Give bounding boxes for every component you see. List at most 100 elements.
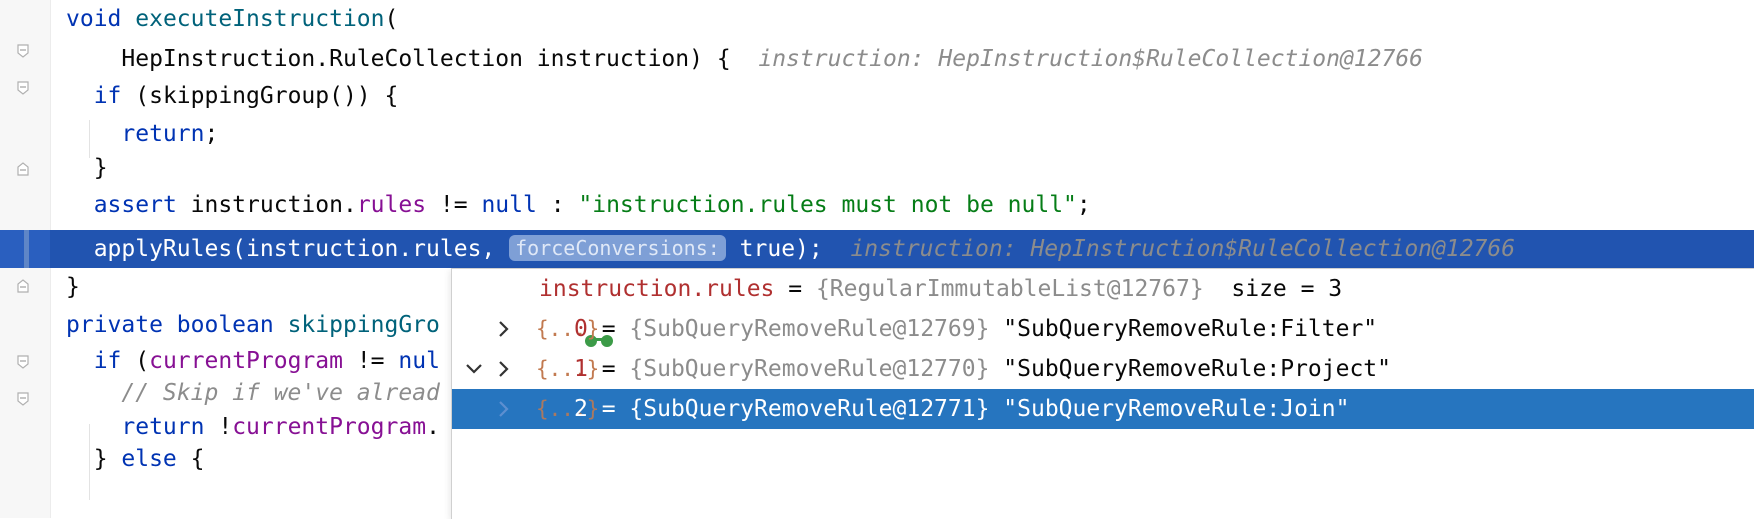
object-ref: {SubQueryRemoveRule@12769} [629,316,990,342]
code-token: else [121,446,177,472]
code-line[interactable]: return !currentProgram. [66,408,440,446]
object-ref: {RegularImmutableList@12767} [815,276,1204,302]
code-token: ; [1076,192,1091,218]
tree-row-child[interactable]: {...}2 = {SubQueryRemoveRule@12771} "Sub… [452,389,1754,429]
fold-end-icon[interactable] [17,162,29,176]
code-token: { [176,446,205,472]
code-token: ( [384,6,399,32]
to-string-value: "SubQueryRemoveRule:Join" [989,396,1350,422]
code-token: true); [725,236,851,262]
code-token: != [426,192,482,218]
code-line[interactable]: if (currentProgram != nul [66,342,440,380]
to-string-value: "SubQueryRemoveRule:Filter" [989,316,1378,342]
code-token: } [66,446,122,472]
inline-debug-value: instruction: HepInstruction$RuleCollecti… [850,236,1516,262]
code-token: : [536,192,579,218]
code-line[interactable]: private boolean skippingGro [66,306,440,344]
code-token: rules [356,192,427,218]
code-token: "instruction.rules must not be null" [578,192,1077,218]
watch-glasses-icon [500,281,615,401]
code-token: currentProgram [232,414,427,440]
element-index: 1 [574,356,588,382]
child-row-text: 1 = {SubQueryRemoveRule@12770} "SubQuery… [574,349,1391,389]
object-icon: {...} [536,317,600,341]
tree-row-root[interactable]: instruction.rules = {RegularImmutableLis… [452,269,1754,374]
code-token: HepInstruction.RuleCollection instructio… [66,46,759,72]
code-token: (skippingGroup()) { [121,83,399,109]
equals-sign: = [774,276,816,302]
code-token: // Skip if we've alread [121,380,440,406]
execution-point-marker [0,230,50,268]
code-token: . [426,414,440,440]
variable-name: instruction.rules [539,276,775,302]
code-token [66,192,94,218]
indent-guide [89,424,90,500]
current-execution-line-highlight [0,230,1754,268]
code-line[interactable]: if (skippingGroup()) { [66,77,399,115]
code-token: ! [204,414,233,440]
to-string-value: "SubQueryRemoveRule:Project" [989,356,1392,382]
fold-start-icon[interactable] [17,355,29,369]
chevron-right-icon[interactable] [494,389,514,429]
object-icon: {...} [536,397,600,421]
tree-row-child[interactable]: {...}0 = {SubQueryRemoveRule@12769} "Sub… [452,309,1754,349]
code-token: if [93,83,122,109]
equals-sign: = [587,316,630,342]
code-line[interactable]: void executeInstruction( [66,0,398,38]
object-icon: {...} [536,357,600,381]
fold-end-icon[interactable] [17,279,29,293]
child-row-text: 0 = {SubQueryRemoveRule@12769} "SubQuery… [574,309,1377,349]
code-token: } [66,155,108,181]
code-token: void [66,6,136,32]
code-token: nul [398,348,440,374]
code-token: return [121,414,205,440]
code-token: null [481,192,537,218]
code-token [66,83,94,109]
debug-value-popup[interactable]: instruction.rules = {RegularImmutableLis… [451,268,1754,519]
equals-sign: = [587,356,630,382]
code-token: currentProgram [149,348,343,374]
inline-debug-value: instruction: HepInstruction$RuleCollecti… [758,46,1424,72]
object-ref: {SubQueryRemoveRule@12771} [629,396,990,422]
element-index: 0 [574,316,588,342]
fold-start-icon[interactable] [17,81,29,95]
code-token: private boolean [66,312,288,338]
parameter-name-hint: forceConversions: [509,235,726,261]
fold-start-icon[interactable] [17,392,29,406]
code-token: ; [204,121,219,147]
code-token: ( [121,348,150,374]
object-ref: {SubQueryRemoveRule@12770} [629,356,990,382]
code-token: executeInstruction [135,6,385,32]
code-line[interactable]: assert instruction.rules != null : "inst… [66,186,1091,224]
element-index: 2 [574,396,588,422]
code-token [66,121,121,147]
code-token: assert [93,192,177,218]
child-row-text: 2 = {SubQueryRemoveRule@12771} "SubQuery… [574,389,1349,429]
code-line[interactable]: return; [66,115,218,153]
code-token: applyRules(instruction.rules, [66,236,510,262]
root-row-text: instruction.rules = {RegularImmutableLis… [539,269,1342,309]
chevron-right-icon[interactable] [494,349,514,389]
tree-row-child[interactable]: {...}1 = {SubQueryRemoveRule@12770} "Sub… [452,349,1754,389]
code-line[interactable]: // Skip if we've alread [66,374,440,412]
code-token [66,348,94,374]
chevron-right-icon[interactable] [494,309,514,349]
chevron-down-icon[interactable] [464,269,484,374]
code-line[interactable]: HepInstruction.RuleCollection instructio… [66,40,1423,78]
code-token [66,414,121,440]
indent-guide [89,120,90,158]
code-token: skippingGro [287,312,440,338]
code-line[interactable]: } else { [66,440,205,478]
code-token: return [121,121,205,147]
equals-sign: = [587,396,630,422]
code-token: } [66,274,80,300]
code-line[interactable]: } [66,149,108,187]
current-execution-line[interactable]: applyRules(instruction.rules, forceConve… [66,230,1515,268]
code-line[interactable]: } [66,268,80,306]
code-token: != [342,348,399,374]
code-token: if [93,348,122,374]
code-token [66,380,121,406]
code-token: instruction. [176,192,357,218]
fold-start-icon[interactable] [17,44,29,58]
size-label: size = 3 [1203,276,1343,302]
